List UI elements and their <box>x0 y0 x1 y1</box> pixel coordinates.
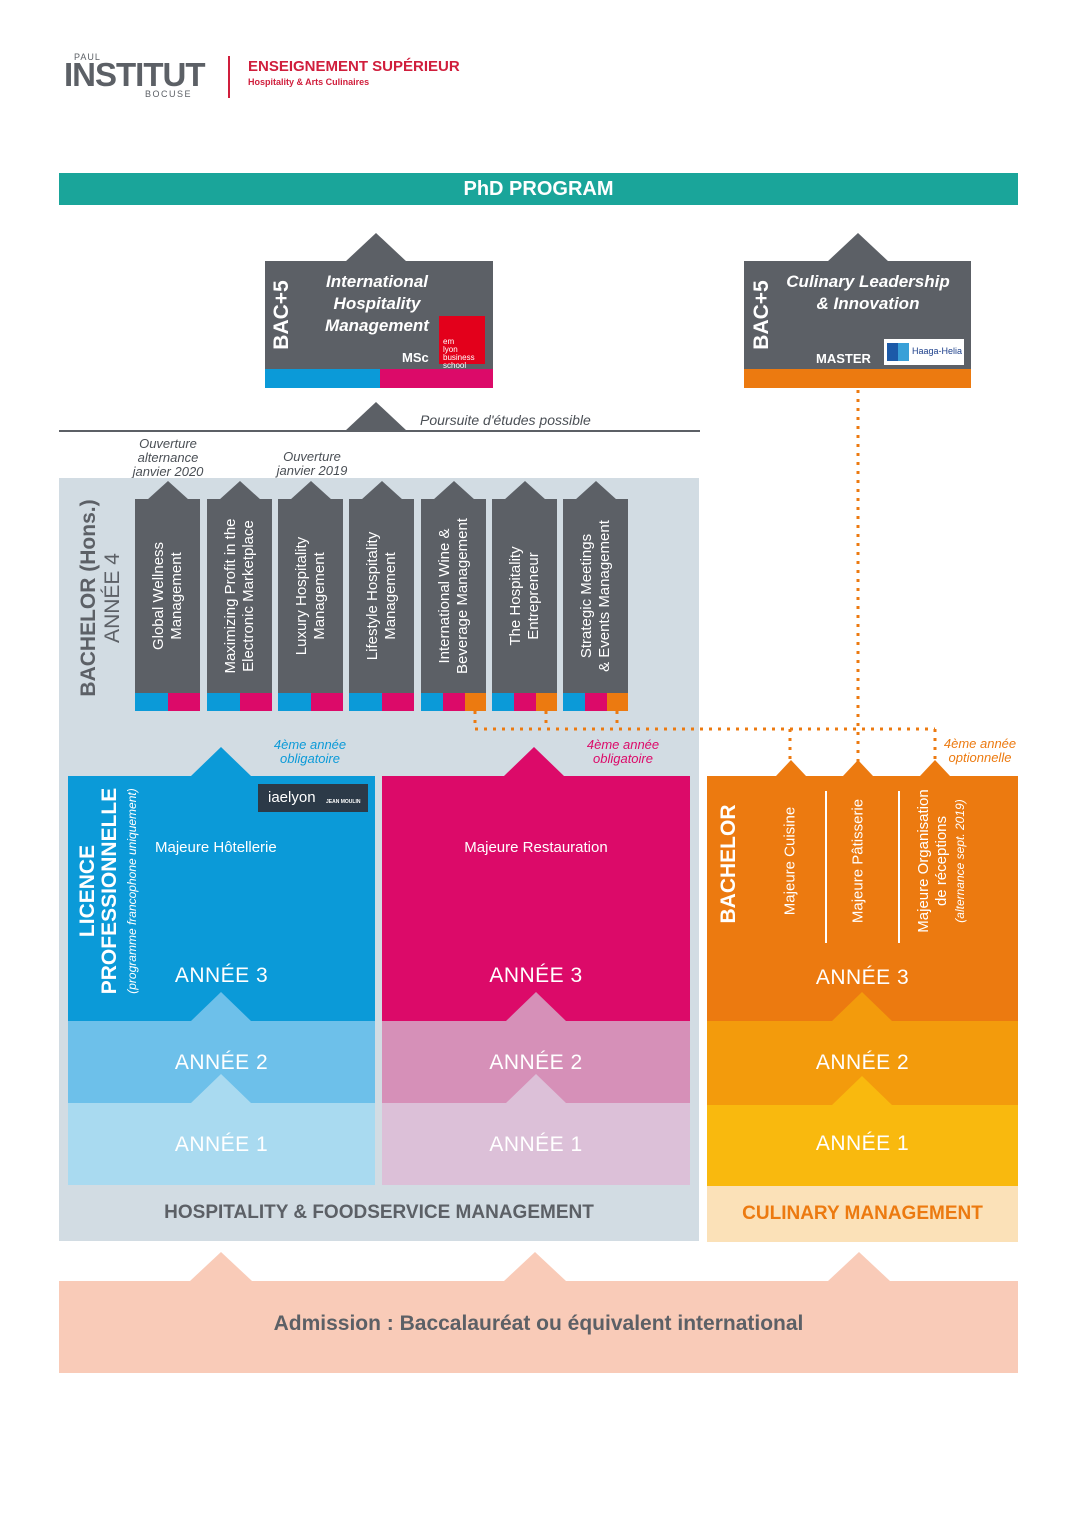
phd-program-bar: PhD PROGRAM <box>59 173 1018 205</box>
culinary-bachelor-title: BACHELOR <box>717 804 740 923</box>
restauration-annee2: ANNÉE 2 <box>489 1051 583 1074</box>
spec-arrow <box>219 481 261 500</box>
poursuite-text: Poursuite d'études possible <box>420 412 591 428</box>
culinary-annee2: ANNÉE 2 <box>815 1051 910 1074</box>
culinary-year1-arrow <box>832 1076 892 1105</box>
master-arrow <box>827 233 889 262</box>
spec-arrow <box>433 481 475 500</box>
spec-card-wine-beverage: International Wine &Beverage Management <box>421 499 486 711</box>
spec-arrow <box>504 481 546 500</box>
culinary-year1: ANNÉE 1 <box>707 1076 1018 1186</box>
restauration-annee1: ANNÉE 1 <box>489 1133 583 1156</box>
licence-annee3: ANNÉE 3 <box>174 964 269 987</box>
haaga-helia-mark-icon <box>887 343 909 361</box>
licence-year3: LICENCE PROFESSIONNELLE (programme franc… <box>68 776 375 1021</box>
restauration-year1-arrow <box>506 1074 566 1103</box>
restauration-year1: ANNÉE 1 <box>382 1074 690 1185</box>
msc-blue-strip <box>265 369 380 388</box>
emlyon-logo: em lyon business school <box>439 316 485 370</box>
msc-title: International Hospitality Management <box>325 272 429 335</box>
licence-majeure: Majeure Hôtellerie <box>155 839 277 856</box>
culinary-divider-2 <box>898 791 900 943</box>
msc-level: BAC+5 <box>270 280 293 350</box>
culinary-arrow-2 <box>843 760 873 776</box>
spec-card-strategic-meetings: Strategic Meetings& Events Management <box>563 499 628 711</box>
logo-small-top: PAUL <box>74 52 101 62</box>
msc-arrow <box>345 233 407 262</box>
licence-year2-arrow <box>191 992 251 1021</box>
header-subtitle: Hospitality & Arts Culinaires <box>248 77 370 87</box>
msc-pink-strip <box>380 369 493 388</box>
restauration-year3: Majeure Restauration ANNÉE 3 <box>382 776 690 1021</box>
master-title: Culinary Leadership & Innovation <box>786 272 950 313</box>
culinary-arrow-3 <box>920 760 950 776</box>
luxury-note: Ouverture janvier 2019 <box>276 449 348 478</box>
admission-arrow-1 <box>190 1252 252 1281</box>
admission-arrow-2 <box>504 1252 566 1281</box>
msc-card: BAC+5 International Hospitality Manageme… <box>265 261 493 388</box>
restauration-annee3: ANNÉE 3 <box>489 964 583 987</box>
majeure-organisation: Majeure Organisation de réceptions (alte… <box>915 789 967 933</box>
restauration-year2-arrow <box>506 992 566 1021</box>
poursuite-line <box>59 430 700 432</box>
culinary-divider-1 <box>825 791 827 943</box>
admission-label: Admission : Baccalauréat ou équivalent i… <box>273 1312 804 1335</box>
poursuite-arrow <box>345 402 407 431</box>
majeure-cuisine: Majeure Cuisine <box>781 806 799 916</box>
master-card: BAC+5 Culinary Leadership & Innovation M… <box>744 261 971 388</box>
hospitality-foodservice-label: HOSPITALITY & FOODSERVICE MANAGEMENT <box>164 1202 594 1223</box>
msc-degree: MSc <box>402 350 429 365</box>
master-orange-strip <box>744 369 971 388</box>
licence-year1: ANNÉE 1 <box>68 1074 375 1185</box>
haaga-helia-logo: Haaga-Helia <box>884 339 964 365</box>
licence-arrow <box>191 747 251 776</box>
header-title: ENSEIGNEMENT SUPÉRIEUR <box>248 58 460 75</box>
spec-arrow <box>147 481 189 500</box>
institut-logo: INSTITUT <box>64 56 205 93</box>
spec-arrow <box>290 481 332 500</box>
culinary-annee1: ANNÉE 1 <box>815 1132 910 1155</box>
iae-lyon-logo: iaelyon JEAN MOULIN <box>258 784 368 812</box>
master-degree: MASTER <box>816 351 871 366</box>
phd-program-label: PhD PROGRAM <box>463 178 614 200</box>
restauration-majeure: Majeure Restauration <box>464 839 608 856</box>
bachelor-hons-title: BACHELOR (Hons.) <box>77 498 100 697</box>
licence-annee1: ANNÉE 1 <box>174 1133 269 1156</box>
restauration-year2: ANNÉE 2 <box>382 992 690 1103</box>
admission-arrow-3 <box>828 1252 890 1281</box>
bachelor-hons-year: ANNÉE 4 <box>101 552 124 643</box>
culinary-management-panel: CULINARY MANAGEMENT <box>707 1186 1018 1242</box>
culinary-year2-arrow <box>832 992 892 1021</box>
bachelor-hons-label: BACHELOR (Hons.) ANNÉE 4 <box>72 490 130 705</box>
culinary-year3: BACHELOR Majeure Cuisine Majeure Pâtisse… <box>707 776 1018 1021</box>
culinary-management-label: CULINARY MANAGEMENT <box>742 1203 983 1224</box>
restauration-arrow <box>504 747 564 776</box>
spec-arrow <box>361 481 403 500</box>
licence-annee2: ANNÉE 2 <box>174 1051 269 1074</box>
admission-panel: Admission : Baccalauréat ou équivalent i… <box>59 1281 1018 1373</box>
header-divider <box>228 56 230 98</box>
culinary-annee3: ANNÉE 3 <box>815 966 910 989</box>
culinary-arrow-1 <box>776 760 806 776</box>
majeure-patisserie: Majeure Pâtisserie <box>849 798 867 924</box>
logo-small-bottom: BOCUSE <box>145 89 193 99</box>
licence-year1-arrow <box>191 1074 251 1103</box>
spec-arrow <box>575 481 617 500</box>
wellness-note: Ouverture alternance janvier 2020 <box>132 436 204 479</box>
